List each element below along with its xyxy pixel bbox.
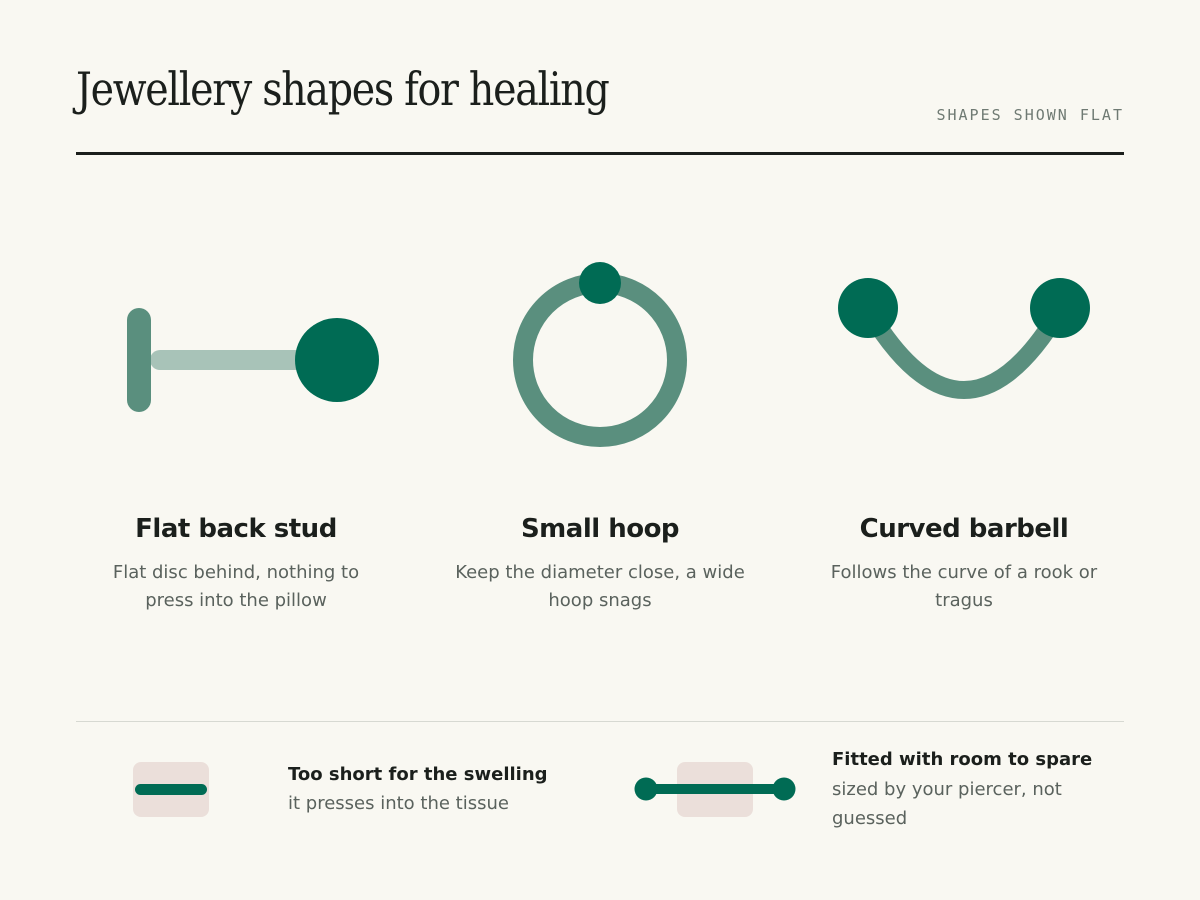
hoop-bead <box>579 262 621 304</box>
card-desc-small-hoop: Keep the diameter close, a wide hoop sna… <box>455 562 745 611</box>
fit-good-desc: sized by your piercer, not guessed <box>832 779 1062 829</box>
stud-post <box>150 350 306 370</box>
card-title-flat-back-stud: Flat back stud <box>135 514 337 544</box>
barbell-right-ball <box>1030 278 1090 338</box>
card-desc-flat-back-stud: Flat disc behind, nothing to press into … <box>112 562 360 611</box>
fit-good-title: Fitted with room to spare <box>832 749 1093 770</box>
stud-front-ball <box>295 318 379 402</box>
page-title: Jewellery shapes for healing <box>76 62 610 116</box>
long-bar-through-tissue-icon <box>634 762 796 817</box>
barbell-curve <box>859 301 1069 399</box>
shapes-shown-flat-label: SHAPES SHOWN FLAT <box>936 106 1124 124</box>
stud-flat-disc <box>127 308 151 412</box>
section-divider <box>76 721 1124 722</box>
hoop-ring <box>513 273 687 447</box>
short-bar <box>135 784 207 795</box>
flat-back-stud-icon <box>127 308 379 412</box>
card-desc-curved-barbell: Follows the curve of a rook or tragus <box>830 562 1098 611</box>
short-bar-in-tissue-icon <box>133 762 209 817</box>
card-title-small-hoop: Small hoop <box>520 514 680 544</box>
long-bar-right-ball <box>772 777 796 801</box>
fit-short-desc: it presses into the tissue <box>288 793 509 814</box>
barbell-left-ball <box>838 278 898 338</box>
long-bar <box>646 784 784 794</box>
fit-short-title: Too short for the swelling <box>288 764 548 785</box>
curved-barbell-icon <box>838 278 1090 399</box>
small-hoop-icon <box>513 262 687 447</box>
card-title-curved-barbell: Curved barbell <box>859 514 1069 544</box>
header-divider <box>76 152 1124 155</box>
long-bar-left-ball <box>634 777 658 801</box>
